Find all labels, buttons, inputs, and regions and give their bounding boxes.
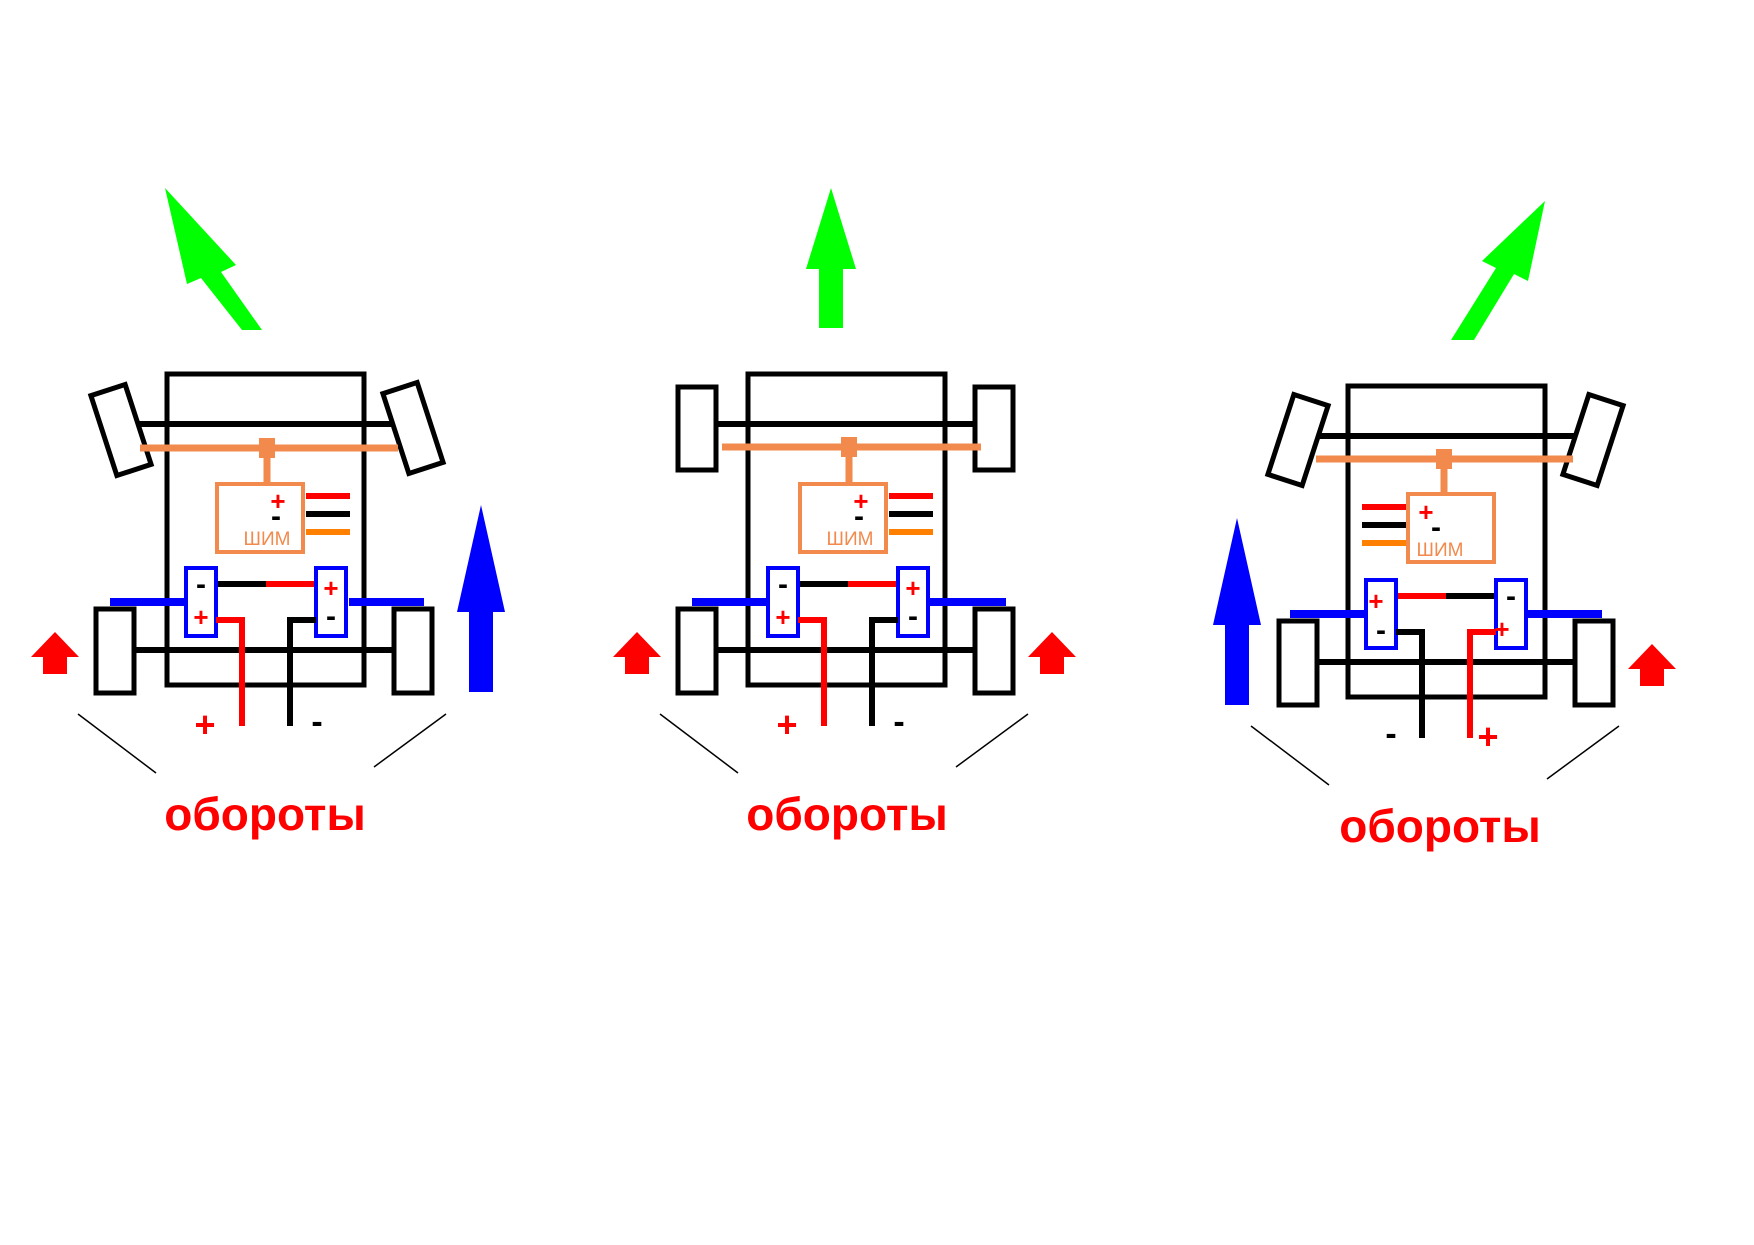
pwm-plus: + [270,486,285,516]
svg-text:+: + [1494,614,1509,644]
svg-text:-: - [908,600,918,633]
power-positive-lead [1467,629,1496,738]
direction-arrow [1451,201,1545,340]
motor-right [1494,578,1528,650]
speed-arrow-left [1213,518,1261,705]
motor-left [1364,578,1398,650]
svg-text:-: - [1385,715,1396,753]
direction-arrow [806,188,856,328]
front-right-wheel [379,379,447,477]
svg-text:-: - [311,703,322,741]
power-negative-lead [287,617,316,726]
svg-text:+: + [1477,716,1498,757]
front-left-wheel [675,384,719,473]
rpm-label: обороты [164,788,365,840]
svg-text:+: + [1368,586,1383,616]
front-right-wheel [1559,391,1627,489]
rpm-label: обороты [746,788,947,840]
speed-arrow-right [457,505,505,692]
svg-text:-: - [1506,580,1516,613]
rear-left-wheel [93,606,137,696]
svg-text:+: + [776,704,797,745]
rear-left-wheel [675,606,719,696]
power-negative-lead [1396,629,1425,738]
pwm-plus: + [853,486,868,516]
chassis-frame [164,371,367,688]
rear-right-wheel [972,606,1016,696]
pwm-minus: - [271,500,281,533]
speed-arrow-right [1028,632,1076,674]
chassis-frame [745,371,948,688]
pwm-plus: + [1418,497,1433,527]
svg-text:+: + [194,704,215,745]
power-positive-lead [216,617,245,726]
speed-arrow-left [613,632,661,674]
svg-text:-: - [893,703,904,741]
motor-right [896,566,930,638]
pwm-minus: - [854,500,864,533]
pwm-minus: - [1431,511,1441,544]
rear-right-wheel [1572,618,1616,708]
pwm-module [215,482,305,554]
power-negative-lead [869,617,898,726]
motor-left [766,566,800,638]
svg-text:+: + [193,602,208,632]
motor-left [184,566,218,638]
motor-right [314,566,348,638]
svg-text:+: + [905,573,920,603]
svg-text:-: - [1376,614,1386,647]
speed-arrow-right [1628,644,1676,686]
rear-right-wheel [391,606,435,696]
power-positive-lead [798,617,827,726]
rear-left-wheel [1276,618,1320,708]
panel-steering-straight: + - ШИМ - + + - + - обороты [613,188,1076,840]
pwm-module [1406,492,1496,564]
front-left-wheel [1264,391,1332,489]
svg-text:-: - [778,568,788,601]
front-right-wheel [972,384,1016,473]
pwm-label: ШИМ [1417,540,1464,561]
pwm-module [798,482,888,554]
panel-steering-right: + - ШИМ + - - + - + обороты [1213,201,1676,852]
svg-text:+: + [323,573,338,603]
pwm-label: ШИМ [244,529,291,550]
pwm-label: ШИМ [827,529,874,550]
chassis-frame [1345,383,1548,700]
svg-text:-: - [326,600,336,633]
direction-arrow [165,188,262,330]
svg-text:-: - [196,568,206,601]
rpm-label: обороты [1339,800,1540,852]
front-left-wheel [87,381,155,479]
speed-arrow-left [31,632,79,674]
panel-steering-left: + - ШИМ - + + - + - обороты [31,188,505,840]
svg-text:+: + [775,602,790,632]
